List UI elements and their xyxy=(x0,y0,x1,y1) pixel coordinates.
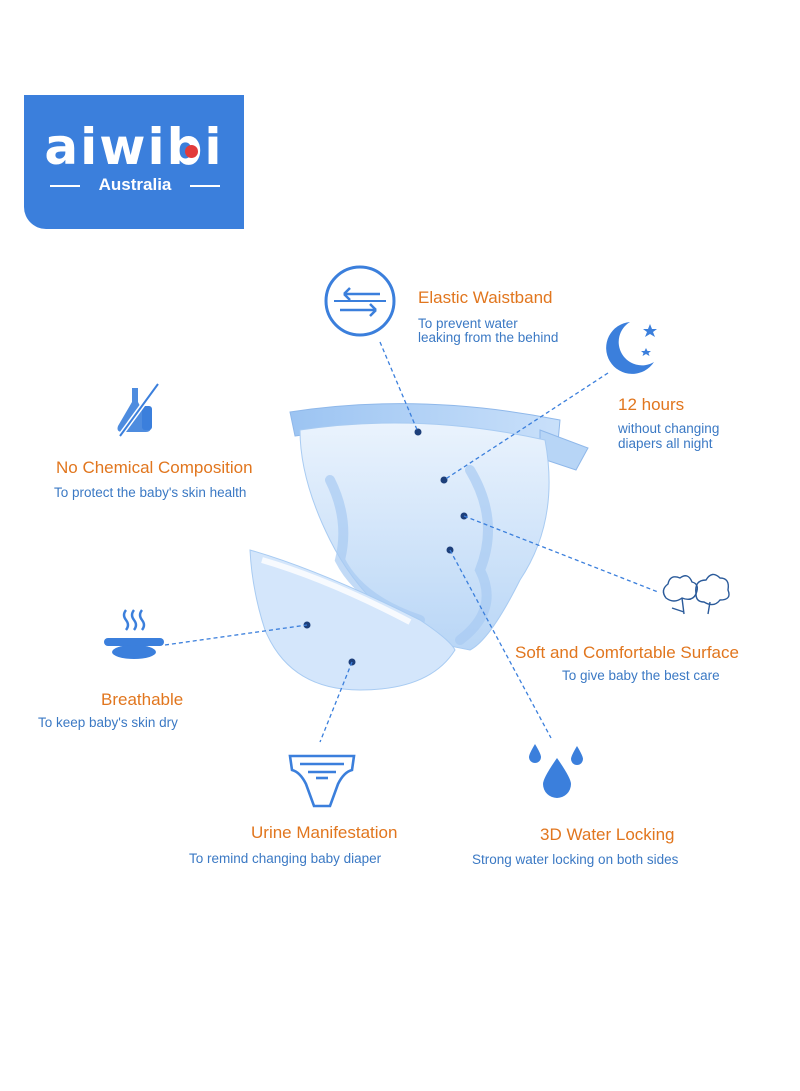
divider xyxy=(50,185,80,187)
feature-desc-elastic-waistband-line1: To prevent water xyxy=(418,316,518,331)
brand-logo: aiwibi Australia xyxy=(24,95,244,229)
feature-title-no-chemical: No Chemical Composition xyxy=(56,458,253,477)
moon-stars-icon xyxy=(606,322,657,374)
feature-desc-3d-water-locking: Strong water locking on both sides xyxy=(472,852,679,867)
feature-desc-urine-manifestation: To remind changing baby diaper xyxy=(189,851,382,866)
feature-desc-12-hours-line1: without changing xyxy=(618,421,720,436)
feature-desc-12-hours-line2: diapers all night xyxy=(618,436,713,451)
brand-logo-dot xyxy=(185,145,198,158)
no-chemical-flask-icon xyxy=(117,382,161,438)
brand-region: Australia xyxy=(98,175,172,194)
feature-title-soft-surface: Soft and Comfortable Surface xyxy=(515,643,739,662)
cotton-icon xyxy=(662,573,730,615)
feature-desc-elastic-waistband-line2: leaking from the behind xyxy=(418,330,559,345)
feature-title-12-hours: 12 hours xyxy=(618,395,685,414)
breathable-steam-icon xyxy=(104,609,164,659)
feature-desc-no-chemical: To protect the baby's skin health xyxy=(54,485,247,500)
feature-title-elastic-waistband: Elastic Waistband xyxy=(418,288,553,307)
brand-region-row: Australia xyxy=(50,175,220,195)
arrows-exchange-icon xyxy=(324,265,396,337)
feature-desc-soft-surface: To give baby the best care xyxy=(562,668,720,683)
feature-title-breathable: Breathable xyxy=(101,690,184,709)
feature-title-3d-water-locking: 3D Water Locking xyxy=(540,825,675,844)
feature-title-urine-manifestation: Urine Manifestation xyxy=(251,823,398,842)
water-drops-icon xyxy=(529,744,583,798)
divider xyxy=(190,185,220,187)
feature-desc-breathable: To keep baby's skin dry xyxy=(38,715,178,730)
diaper-indicator-icon xyxy=(288,754,356,808)
